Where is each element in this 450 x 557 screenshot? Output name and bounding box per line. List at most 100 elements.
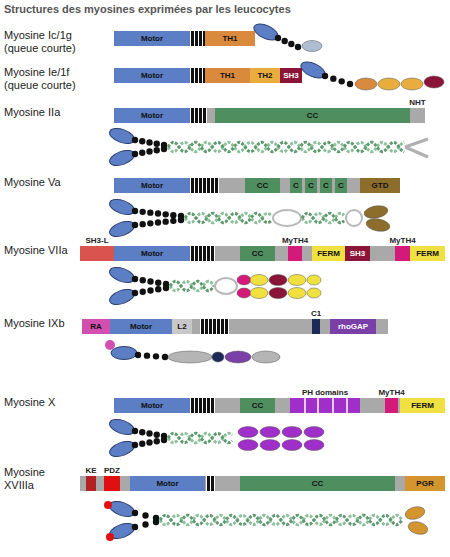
tail-domain bbox=[401, 78, 423, 90]
coiled-coil bbox=[302, 213, 344, 222]
light-chain-dot bbox=[132, 208, 138, 214]
iq-motif bbox=[203, 108, 206, 123]
myosin-head bbox=[108, 286, 137, 307]
iq-motif bbox=[211, 246, 214, 261]
domain-bar bbox=[80, 246, 445, 261]
light-chain-dot bbox=[161, 437, 167, 443]
helix-break bbox=[215, 278, 237, 294]
tail-fork bbox=[405, 139, 428, 157]
domain-label: TH1 bbox=[220, 72, 235, 80]
domain-box: C bbox=[320, 178, 332, 193]
iq-motif bbox=[217, 319, 220, 334]
coiled-coil bbox=[168, 142, 404, 152]
light-chain-dot bbox=[147, 287, 153, 293]
domain-label: Motor bbox=[156, 480, 178, 488]
domain-label: FERM bbox=[416, 250, 439, 258]
iq-motif bbox=[199, 178, 202, 193]
domain-box: L2 bbox=[172, 319, 192, 334]
tail-domain bbox=[252, 351, 280, 363]
domain-label: Motor bbox=[141, 112, 163, 120]
iq-motif bbox=[207, 398, 210, 413]
iq-motif bbox=[203, 246, 206, 261]
tail-domain bbox=[238, 440, 258, 451]
domain-box: MyTH4 bbox=[395, 246, 410, 261]
domain-box: Motor bbox=[114, 398, 190, 413]
domain-divider bbox=[317, 398, 319, 413]
light-chain-dot bbox=[155, 280, 161, 286]
light-chain-dot bbox=[146, 139, 152, 145]
tail-domain bbox=[282, 427, 302, 438]
domain-box: Motor bbox=[110, 319, 172, 334]
tail-domain bbox=[378, 78, 400, 90]
iq-motif bbox=[195, 246, 198, 261]
tail-domain bbox=[237, 275, 251, 285]
light-chain-dot bbox=[153, 519, 159, 525]
light-chain-dot bbox=[295, 44, 301, 50]
light-chain-dot bbox=[140, 289, 146, 295]
domain-label: C1 bbox=[311, 310, 321, 318]
tail-domain bbox=[365, 217, 391, 233]
tail-domain bbox=[269, 275, 287, 286]
myosin-head bbox=[298, 59, 327, 82]
coiled-coil bbox=[168, 142, 404, 152]
row-label: Myosine Va bbox=[4, 176, 96, 189]
light-chain-dot bbox=[139, 209, 145, 215]
tail-domain bbox=[212, 352, 224, 362]
light-chain-dot bbox=[281, 38, 287, 44]
domain-box: Motor bbox=[114, 246, 190, 261]
iq-motif bbox=[201, 319, 204, 334]
domain-label: RA bbox=[90, 323, 102, 331]
iq-neck-back bbox=[206, 476, 215, 491]
domain-box: C bbox=[335, 178, 347, 193]
row-label: Myosine X bbox=[4, 396, 96, 409]
coiled-coil bbox=[170, 281, 214, 290]
iq-motif bbox=[195, 178, 198, 193]
ra-domain bbox=[105, 340, 115, 350]
light-chain-dot bbox=[153, 353, 159, 359]
domain-box: FERM bbox=[410, 246, 445, 261]
domain-box: SH3 bbox=[345, 246, 370, 261]
tail-domain bbox=[304, 440, 324, 451]
light-chain-dot bbox=[146, 148, 152, 154]
domain-label: FERM bbox=[411, 402, 434, 410]
domain-box: Motor bbox=[130, 476, 205, 491]
light-chain-dot bbox=[139, 150, 145, 156]
tail-domain bbox=[237, 288, 251, 298]
domain-box: CC bbox=[240, 246, 275, 261]
iq-neck-back bbox=[190, 398, 215, 413]
domain-divider bbox=[304, 398, 306, 413]
coiled-coil bbox=[168, 433, 232, 442]
domain-box: C1 bbox=[312, 319, 320, 334]
domain-box: KE bbox=[86, 476, 96, 491]
tail-domain bbox=[307, 288, 321, 298]
light-chain-dot bbox=[139, 429, 145, 435]
domain-label: Motor bbox=[130, 323, 152, 331]
light-chain-dot bbox=[139, 221, 145, 227]
domain-box: CC bbox=[240, 476, 395, 491]
light-chain-dot bbox=[146, 430, 152, 436]
light-chain-dot bbox=[139, 138, 145, 144]
domain-box: CC bbox=[245, 178, 280, 193]
light-chain-dot bbox=[132, 276, 138, 282]
coiled-coil bbox=[170, 281, 214, 290]
light-chain-dot bbox=[155, 219, 161, 225]
row-label: Myosine Ic/1g (queue courte) bbox=[4, 29, 96, 55]
domain-label: CC bbox=[252, 402, 264, 410]
iq-motif bbox=[199, 246, 202, 261]
light-chain-dot bbox=[147, 220, 153, 226]
pdz-domain bbox=[106, 533, 114, 541]
light-chain-dot bbox=[178, 217, 184, 223]
domain-box: C bbox=[290, 178, 302, 193]
light-chain-dot bbox=[288, 41, 294, 47]
coiled-coil bbox=[185, 213, 271, 222]
myosin-head bbox=[251, 21, 280, 44]
light-chain-dot bbox=[139, 441, 145, 447]
iq-motif bbox=[203, 398, 206, 413]
domain-box: CC bbox=[215, 108, 410, 123]
myosin-head bbox=[108, 196, 137, 217]
light-chain-dot bbox=[132, 222, 138, 228]
domain-bar bbox=[80, 476, 445, 491]
domain-box: C bbox=[305, 178, 317, 193]
domain-bar bbox=[114, 178, 400, 193]
